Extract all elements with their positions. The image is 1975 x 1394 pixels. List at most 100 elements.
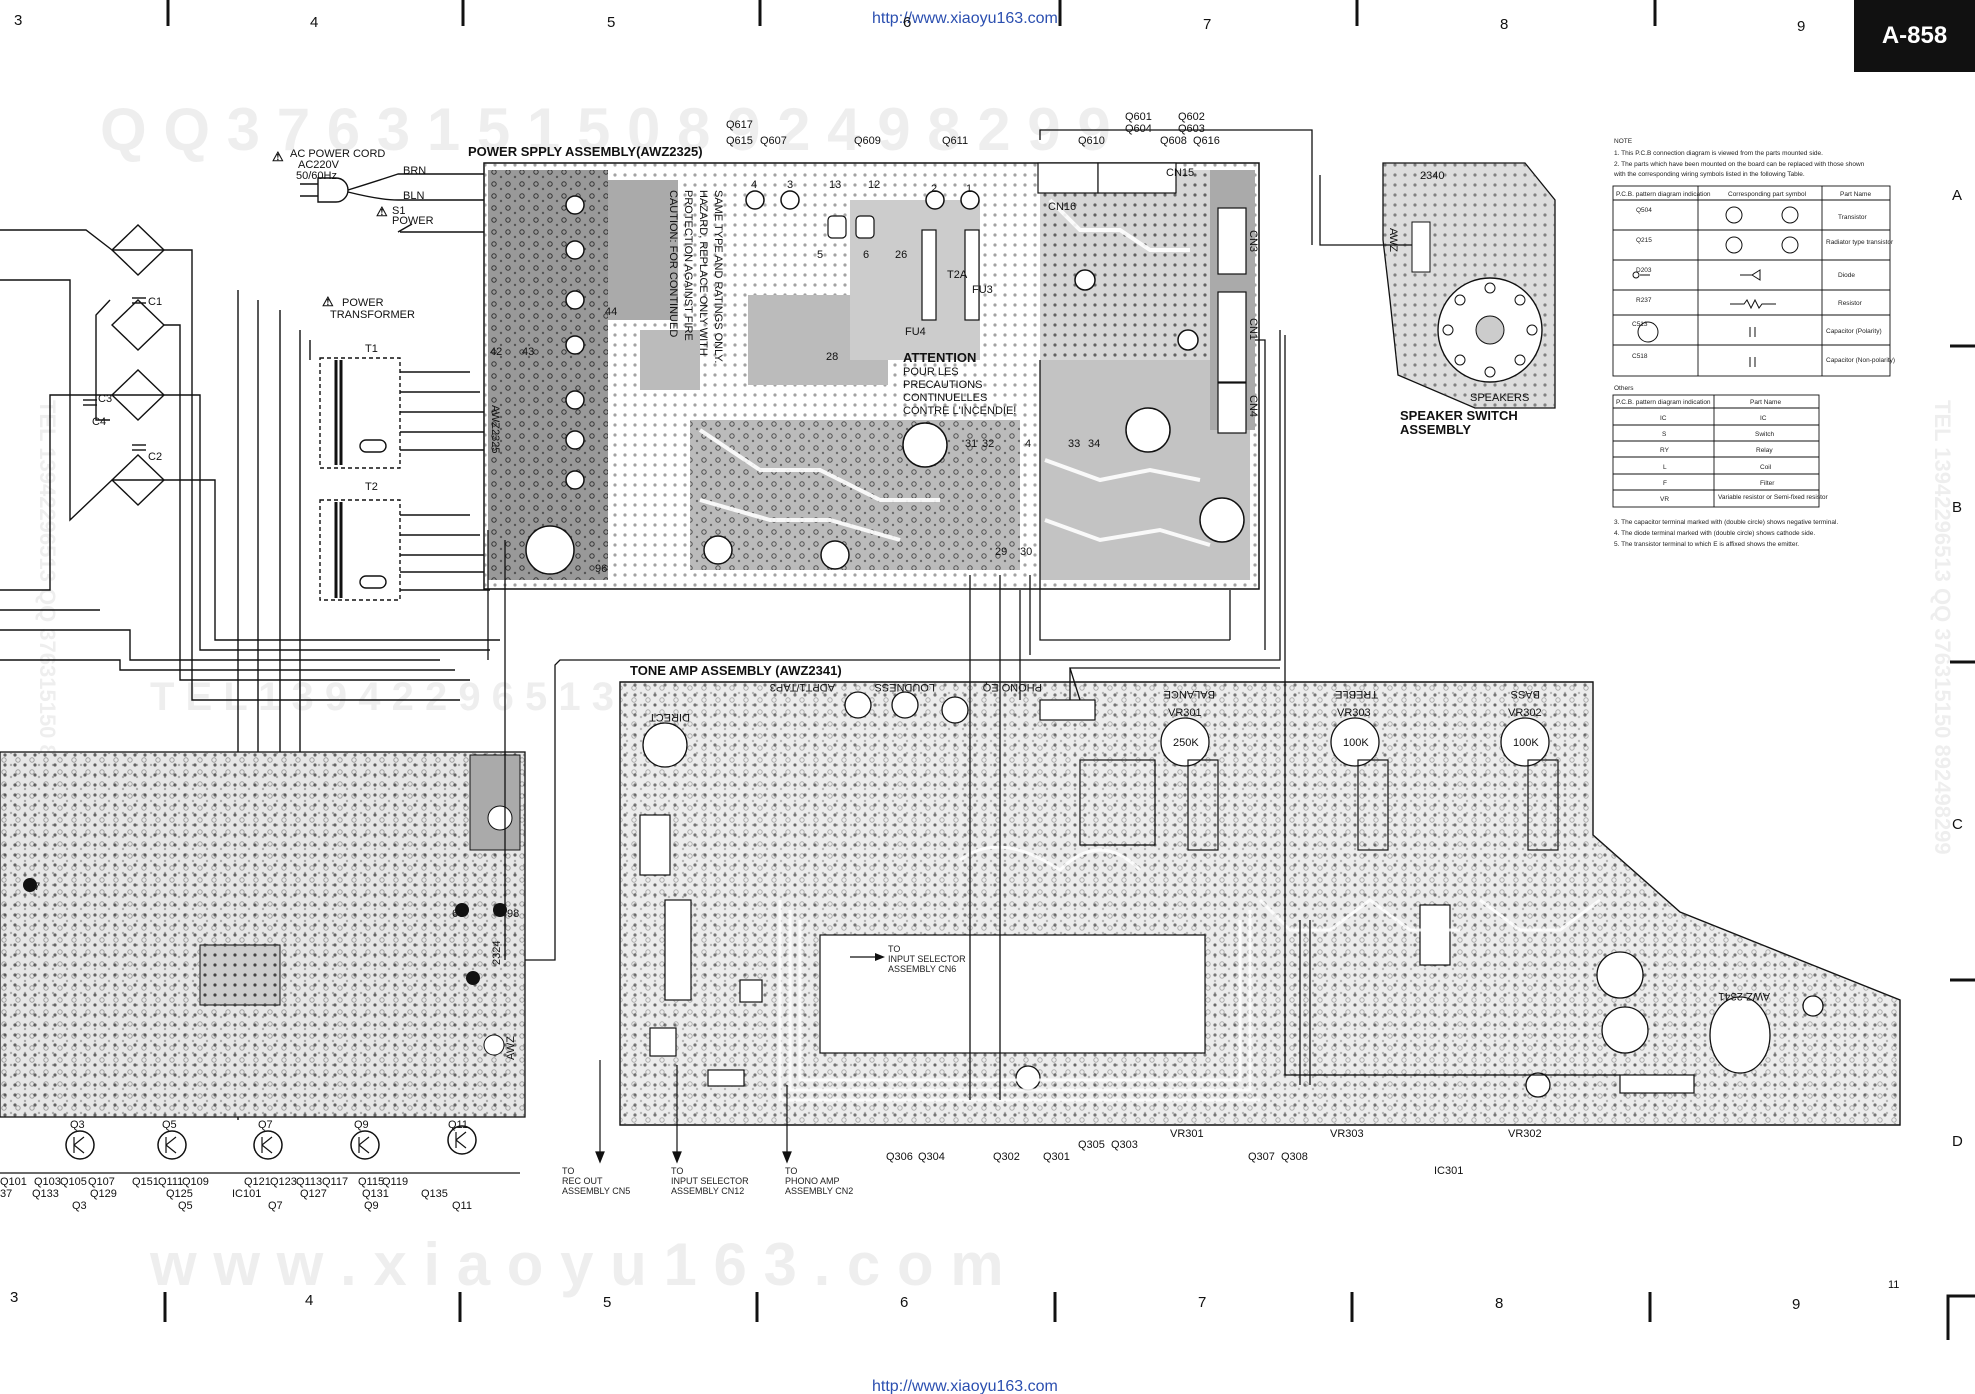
svg-text:26: 26	[895, 249, 907, 261]
svg-text:2. The parts which have been: 2. The parts which have been mounted on …	[1614, 161, 1865, 168]
svg-text:98: 98	[507, 908, 519, 920]
svg-text:Q603: Q603	[1178, 123, 1205, 135]
speaker-switch-board	[1319, 162, 1556, 409]
svg-text:Q608: Q608	[1160, 135, 1187, 147]
svg-text:3. The capacitor terminal mar: 3. The capacitor terminal marked with (d…	[1614, 519, 1838, 526]
svg-text:Q308: Q308	[1281, 1151, 1308, 1163]
svg-text:P.C.B. pattern diagram indicat: P.C.B. pattern diagram indication	[1616, 399, 1711, 406]
svg-text:ASSEMBLY CN6: ASSEMBLY CN6	[888, 964, 956, 974]
svg-text:⚠: ⚠	[376, 204, 388, 219]
svg-text:12: 12	[868, 179, 880, 191]
notes-block: NOTE 1. This P.C.B connection diagram is…	[1612, 138, 1895, 548]
svg-text:1. This P.C.B connection diag: 1. This P.C.B connection diagram is view…	[1614, 150, 1823, 157]
svg-text:VR303: VR303	[1330, 1128, 1364, 1140]
svg-text:CONTRE L'INCENDIE!: CONTRE L'INCENDIE!	[903, 405, 1016, 417]
svg-text:Q111: Q111	[158, 1176, 183, 1188]
svg-text:Q7: Q7	[268, 1200, 283, 1212]
svg-text:42: 42	[490, 346, 502, 358]
svg-text:Q215: Q215	[1636, 237, 1652, 244]
svg-text:IC301: IC301	[1434, 1165, 1463, 1177]
svg-text:POWER: POWER	[392, 215, 434, 227]
svg-text:1: 1	[966, 183, 972, 195]
svg-text:⚠: ⚠	[272, 149, 284, 164]
bottom-url[interactable]: http://www.xiaoyu163.com	[872, 1378, 1058, 1394]
svg-text:Q5: Q5	[162, 1119, 177, 1131]
svg-text:Q107: Q107	[88, 1176, 115, 1188]
svg-text:INPUT SELECTOR: INPUT SELECTOR	[888, 954, 966, 964]
svg-text:Switch: Switch	[1755, 431, 1775, 438]
svg-text:4: 4	[1025, 438, 1031, 450]
svg-text:AWZ: AWZ	[505, 1036, 517, 1060]
svg-text:CN1: CN1	[1247, 318, 1259, 340]
svg-text:R237: R237	[1636, 297, 1652, 304]
svg-text:POUR LES: POUR LES	[903, 366, 959, 378]
svg-text:100K: 100K	[1513, 737, 1539, 749]
svg-text:A: A	[1952, 187, 1962, 204]
svg-text:ADPT1/TAP3: ADPT1/TAP3	[770, 681, 835, 693]
svg-text:Part Name: Part Name	[1840, 191, 1871, 198]
svg-text:Q3: Q3	[70, 1119, 85, 1131]
svg-text:D203: D203	[1636, 267, 1652, 274]
svg-text:TO: TO	[562, 1166, 574, 1176]
svg-text:5: 5	[607, 14, 615, 31]
svg-text:ASSEMBLY CN2: ASSEMBLY CN2	[785, 1186, 853, 1196]
svg-text:Q101: Q101	[0, 1176, 27, 1188]
svg-text:4. The diode terminal marked: 4. The diode terminal marked with (doubl…	[1614, 530, 1815, 537]
svg-text:PROTECTION AGAINST FIRE: PROTECTION AGAINST FIRE	[682, 190, 694, 341]
svg-text:6: 6	[903, 14, 911, 31]
svg-text:D: D	[1952, 1133, 1963, 1150]
svg-text:Variable resistor or Semi-fixe: Variable resistor or Semi-fixed resistor	[1718, 494, 1829, 501]
svg-text:Q306: Q306	[886, 1151, 913, 1163]
svg-text:Q121: Q121	[244, 1176, 271, 1188]
svg-text:FU3: FU3	[972, 284, 993, 296]
svg-text:Q602: Q602	[1178, 111, 1205, 123]
svg-text:Q127: Q127	[300, 1188, 327, 1200]
svg-text:4: 4	[751, 179, 757, 191]
svg-text:Q604: Q604	[1125, 123, 1152, 135]
svg-text:AWZ 2341: AWZ 2341	[1718, 990, 1770, 1002]
svg-text:28: 28	[826, 351, 838, 363]
svg-text:PRECAUTIONS: PRECAUTIONS	[903, 379, 982, 391]
svg-text:C2: C2	[148, 451, 162, 463]
svg-text:Q3: Q3	[72, 1200, 87, 1212]
svg-text:PHONO AMP: PHONO AMP	[785, 1176, 840, 1186]
svg-text:LOUDNESS: LOUDNESS	[874, 681, 935, 693]
svg-text:AC220V: AC220V	[298, 159, 340, 171]
svg-text:IC: IC	[1660, 415, 1667, 422]
svg-text:CONTINUELLES: CONTINUELLES	[903, 392, 987, 404]
tone-amp-board	[475, 681, 1901, 1126]
svg-text:Q617: Q617	[726, 119, 753, 131]
svg-text:REC OUT: REC OUT	[562, 1176, 603, 1186]
svg-text:CN16: CN16	[1048, 201, 1076, 213]
svg-text:VR301: VR301	[1168, 707, 1202, 719]
speaker-switch-title: SPEAKER SWITCH	[1400, 408, 1518, 423]
svg-text:Filter: Filter	[1760, 480, 1775, 487]
row-ruler: A B C D	[1950, 187, 1975, 1150]
svg-text:250K: 250K	[1173, 737, 1199, 749]
top-url[interactable]: http://www.xiaoyu163.com	[872, 10, 1058, 27]
svg-text:BLN: BLN	[403, 190, 424, 202]
svg-text:S: S	[1662, 431, 1667, 438]
svg-text:C1: C1	[148, 296, 162, 308]
svg-text:9: 9	[1792, 1296, 1800, 1313]
svg-text:30: 30	[1020, 546, 1032, 558]
page-code-badge: A-858	[1854, 0, 1975, 72]
svg-text:FU4: FU4	[905, 326, 926, 338]
svg-text:66: 66	[452, 908, 464, 920]
svg-text:Q7: Q7	[258, 1119, 273, 1131]
svg-text:C: C	[1952, 816, 1963, 833]
svg-text:5: 5	[817, 249, 823, 261]
svg-text:Q133: Q133	[32, 1188, 59, 1200]
svg-text:L: L	[1663, 464, 1667, 471]
svg-text:⚠: ⚠	[322, 294, 334, 309]
svg-text:Transistor: Transistor	[1838, 214, 1867, 221]
svg-text:Q109: Q109	[182, 1176, 209, 1188]
svg-text:Q302: Q302	[993, 1151, 1020, 1163]
attention-title: ATTENTION	[903, 350, 976, 365]
svg-text:31: 31	[965, 438, 977, 450]
svg-text:43: 43	[522, 346, 534, 358]
page-number: 11	[1888, 1279, 1899, 1291]
power-input-section	[0, 173, 540, 1120]
svg-text:VR: VR	[1660, 496, 1669, 503]
svg-text:7: 7	[1203, 16, 1211, 33]
